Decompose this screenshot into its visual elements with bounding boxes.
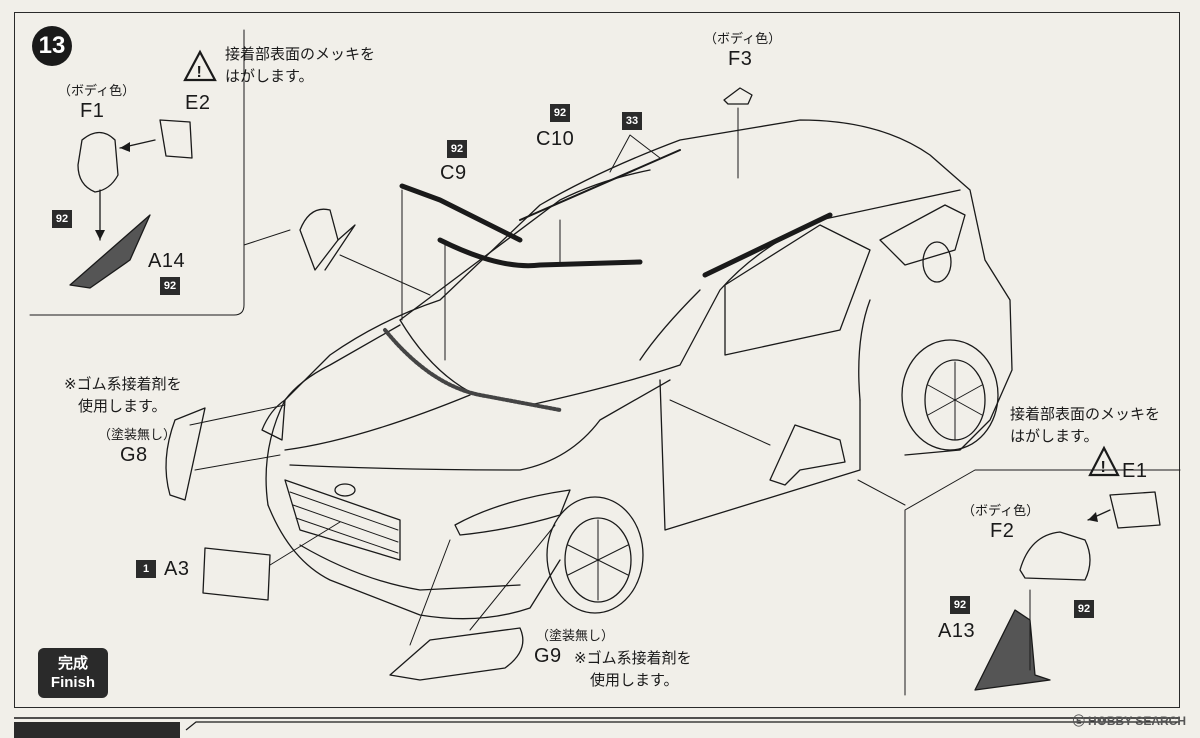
part-label-g8: G8 [120, 444, 148, 466]
finish-label-en: Finish [50, 674, 96, 691]
paint-code-92-a14: 92 [160, 277, 180, 295]
note-peel-plating-line2: はがします。 [225, 68, 314, 85]
part-label-e2: E2 [185, 92, 211, 114]
note-rubber-glue-left-line2: 使用します。 [78, 398, 167, 415]
label-unpainted-g8: （塗装無し） [98, 427, 177, 442]
finish-label-jp: 完成 [57, 655, 88, 672]
part-label-f3: F3 [728, 48, 753, 70]
paint-code-92-f2: 92 [1074, 600, 1094, 618]
finish-badge: 完成 Finish [38, 648, 108, 698]
label-body-color-f3: （ボディ色） [704, 31, 782, 46]
step-number-badge: 13 [32, 26, 72, 66]
part-label-e1: E1 [1122, 460, 1148, 482]
page-frame [14, 12, 1180, 708]
part-label-a14: A14 [148, 250, 186, 272]
paint-code-92-c10: 92 [550, 104, 570, 122]
part-label-c9: C9 [440, 162, 467, 184]
note-rubber-glue-bottom-line1: ※ゴム系接着剤を [574, 650, 692, 667]
svg-text:!: ! [1101, 459, 1106, 476]
paint-code-1-a3: 1 [136, 560, 156, 578]
label-unpainted-g9: （塗装無し） [536, 628, 615, 643]
paint-code-92-f1: 92 [52, 210, 72, 228]
svg-text:!: ! [197, 64, 202, 81]
note-rubber-glue-left-line1: ※ゴム系接着剤を [64, 376, 182, 393]
part-label-f1: F1 [80, 100, 105, 122]
paint-code-92-a13: 92 [950, 596, 970, 614]
note-peel-plating-line1: 接着部表面のメッキを [225, 46, 376, 63]
part-label-f2: F2 [990, 520, 1015, 542]
note-rubber-glue-bottom-line2: 使用します。 [590, 672, 679, 689]
part-label-a13: A13 [938, 620, 976, 642]
watermark: Ⓔ H❶BBY SEARCH [1072, 714, 1186, 728]
part-label-c10: C10 [536, 128, 575, 150]
label-body-color-f2: （ボディ色） [962, 503, 1040, 518]
note-peel-plating-right-line2: はがします。 [1010, 428, 1099, 445]
note-peel-plating-right-line1: 接着部表面のメッキを [1010, 406, 1161, 423]
label-body-color-f1: （ボディ色） [58, 83, 136, 98]
part-label-a3: A3 [164, 558, 190, 580]
paint-code-92-c9: 92 [447, 140, 467, 158]
paint-code-33-roof: 33 [622, 112, 642, 130]
part-label-g9: G9 [534, 645, 562, 667]
